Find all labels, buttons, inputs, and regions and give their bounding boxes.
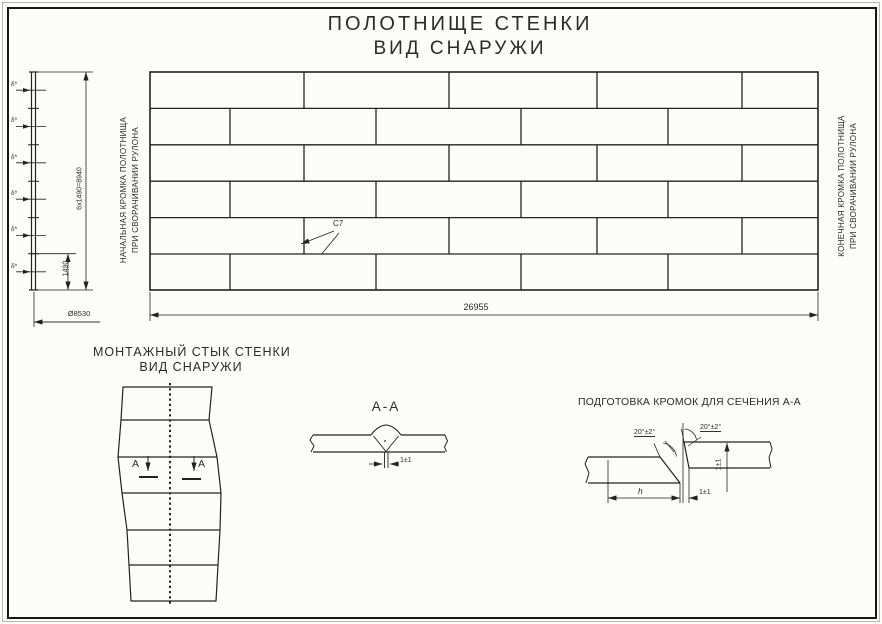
- sheet-border-frame: [7, 7, 877, 619]
- strip-diameter-dimension-text: Ø8530: [67, 309, 91, 318]
- weld-joint-leader: [300, 230, 340, 254]
- left-edge-label-line1: НАЧАЛЬНАЯ КРОМКА ПОЛОТНИЩА: [119, 116, 128, 264]
- left-bevel-angle-text: 20°±2°: [634, 429, 656, 437]
- right-edge-label-line1: КОНЕЧНАЯ КРОМКА ПОЛОТНИЩА: [837, 115, 846, 257]
- section-aa-drawing: [309, 424, 449, 468]
- course-thickness-label-6: δ*: [11, 263, 18, 270]
- right-edge-label-line2: ПРИ СВОРАЧИВАНИИ РУЛОНА: [849, 122, 858, 250]
- left-edge-label: НАЧАЛЬНАЯ КРОМКА ПОЛОТНИЩА ПРИ СВОРАЧИВА…: [118, 104, 142, 276]
- edge-prep-title: ПОДГОТОВКА КРОМОК ДЛЯ СЕЧЕНИЯ А-А: [578, 396, 801, 408]
- bevel-width-dimension-text: h: [638, 486, 643, 496]
- panel-grid: [149, 71, 819, 291]
- section-letter-right: А: [198, 458, 206, 470]
- section-letter-left: А: [132, 458, 140, 470]
- edge-prep-root-gap-text: 1±1: [699, 489, 711, 496]
- right-bevel-angle-text: 20°±2°: [700, 424, 722, 432]
- weld-joint-label: С7: [333, 219, 344, 228]
- left-edge-label-line2: ПРИ СВОРАЧИВАНИИ РУЛОНА: [131, 126, 140, 254]
- edge-prep-offset-dimension-text: 1±1: [715, 458, 723, 471]
- sheet-title-line2: ВИД СНАРУЖИ: [373, 38, 547, 59]
- montage-joint-title-line1: МОНТАЖНЫЙ СТЫК СТЕНКИ: [93, 345, 291, 359]
- panel-width-dimension: [149, 292, 819, 321]
- strip-course-height-dimension-text: 1490: [62, 260, 70, 277]
- course-thickness-label-3: δ*: [11, 154, 18, 161]
- course-thickness-label-4: δ*: [11, 190, 18, 197]
- section-aa-root-gap-text: 1±1: [400, 457, 412, 464]
- sheet-title-line1: ПОЛОТНИЩЕ СТЕНКИ: [327, 13, 593, 35]
- course-thickness-label-5: δ*: [11, 226, 18, 233]
- section-aa-title: А-А: [371, 399, 401, 414]
- montage-joint-title-line2: ВИД СНАРУЖИ: [139, 360, 243, 374]
- strip-total-height-dimension-text: 6х1490=8940: [76, 167, 84, 210]
- montage-joint-diagram: [117, 383, 222, 605]
- course-thickness-label-1: δ*: [11, 81, 18, 88]
- edge-strip-diagram: [16, 71, 100, 327]
- right-edge-label: КОНЕЧНАЯ КРОМКА ПОЛОТНИЩА ПРИ СВОРАЧИВАН…: [836, 100, 860, 272]
- edge-prep-drawing: [584, 423, 773, 503]
- course-thickness-label-2: δ*: [11, 117, 18, 124]
- panel-width-dimension-text: 26955: [463, 302, 489, 312]
